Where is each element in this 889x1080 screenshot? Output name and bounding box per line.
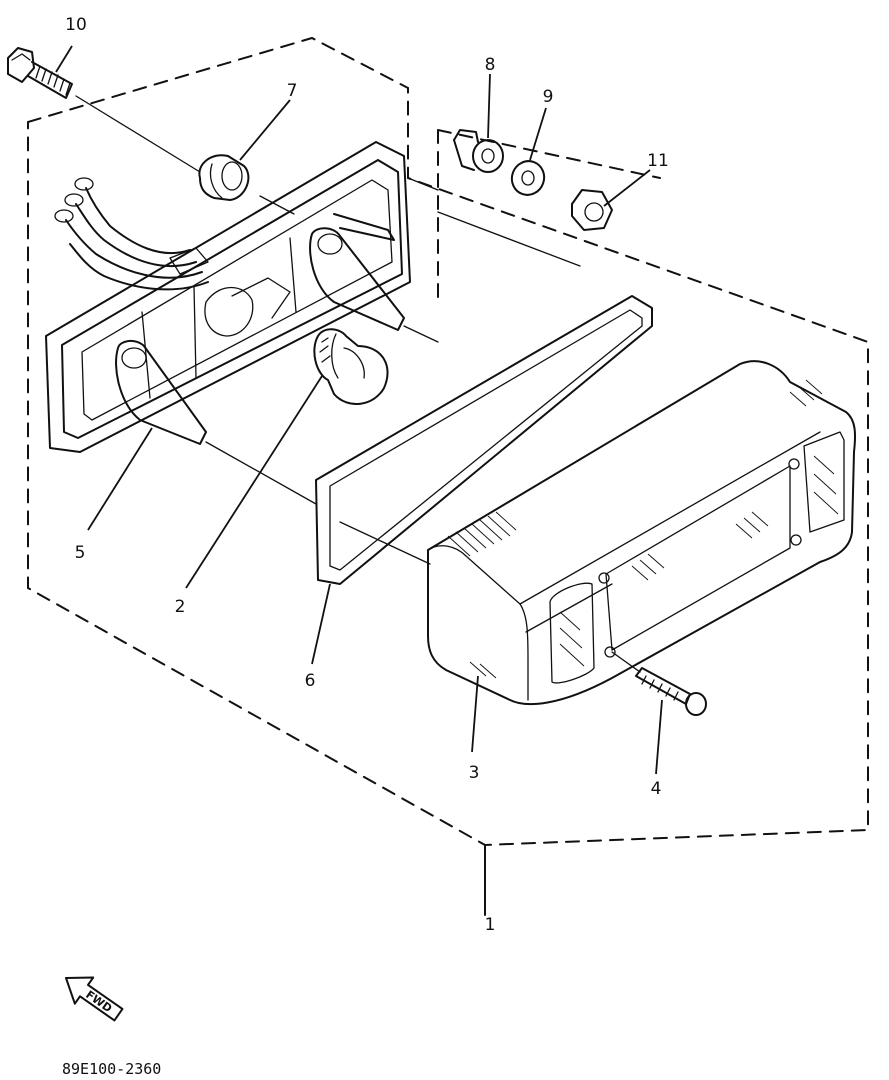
callout-6: 6 <box>305 671 316 691</box>
leader-lines <box>55 45 663 775</box>
callout-5: 5 <box>75 543 86 563</box>
part-2-bulb <box>313 328 389 406</box>
assembly-outline-rear <box>27 36 869 847</box>
callout-7: 7 <box>287 81 298 101</box>
callout-10: 10 <box>65 15 87 35</box>
part-7-grommet <box>198 154 250 201</box>
callout-1: 1 <box>485 915 496 935</box>
callout-8: 8 <box>485 55 496 75</box>
callout-3: 3 <box>469 763 480 783</box>
part-10-bolt <box>7 47 73 99</box>
part-3-lens <box>427 360 856 705</box>
callout-11: 11 <box>647 151 669 171</box>
part-4-screw <box>635 667 707 716</box>
part-6-gasket <box>315 295 653 585</box>
callout-labels: 10 7 8 9 11 5 2 6 3 4 1 <box>65 15 669 935</box>
part-8-stud <box>453 129 504 173</box>
callout-2: 2 <box>175 597 186 617</box>
part-11-nut <box>571 189 613 231</box>
part-9-washer <box>510 160 546 196</box>
callout-9: 9 <box>543 87 554 107</box>
part-5-light-base <box>45 141 411 453</box>
assembly-outline-nuts <box>437 129 661 299</box>
fwd-arrow-icon: FWD <box>65 976 124 1022</box>
diagram-code: 89E100-2360 <box>62 1060 161 1078</box>
callout-4: 4 <box>651 779 662 799</box>
